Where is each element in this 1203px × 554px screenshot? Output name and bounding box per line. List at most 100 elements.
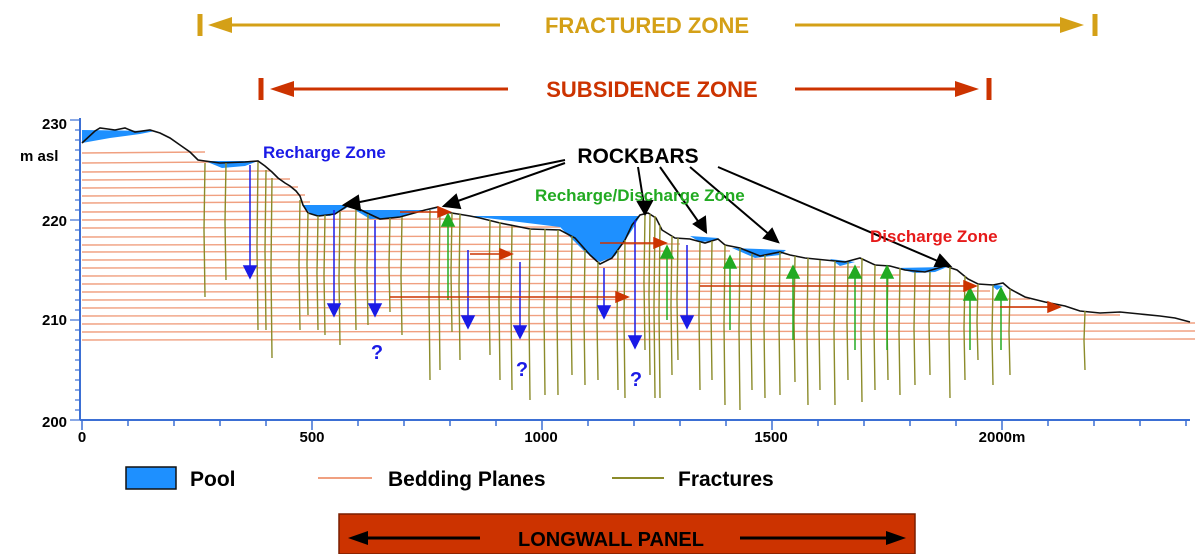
fracture	[778, 251, 781, 396]
fracture	[570, 235, 573, 376]
bedding-planes	[81, 151, 1196, 341]
fracture	[928, 271, 931, 376]
fracture	[400, 216, 403, 336]
fracture	[366, 213, 369, 326]
fracture	[948, 265, 951, 399]
fracture	[710, 240, 713, 381]
pool	[470, 216, 640, 262]
fracture	[648, 213, 651, 376]
fracture	[643, 213, 646, 351]
x-tick-label: 0	[78, 429, 86, 446]
recharge-flow-arrows	[242, 165, 695, 350]
fractured-zone-label: FRACTURED ZONE	[545, 13, 749, 38]
bedding-plane	[81, 186, 299, 189]
fracture	[698, 241, 701, 391]
fracture	[873, 264, 876, 391]
bedding-plane	[81, 161, 221, 164]
fracture	[316, 215, 319, 331]
legend-bedding-label: Bedding Planes	[388, 468, 546, 491]
unknown-flow-mark: ?	[630, 369, 642, 391]
axis-ticks	[70, 119, 1187, 430]
fracture	[1008, 288, 1011, 376]
fracture	[270, 177, 273, 359]
y-axis-labels: 230 m asl 220 210 200	[20, 116, 67, 431]
fracture	[738, 247, 741, 411]
fracture	[256, 161, 259, 331]
fracture	[298, 199, 301, 331]
x-axis-labels: 0 500 1000 1500 2000m	[78, 429, 1026, 446]
bedding-plane	[81, 330, 1196, 333]
fracture	[488, 219, 491, 356]
fracture	[658, 224, 661, 399]
fractured-zone-span: FRACTURED ZONE	[197, 13, 1098, 38]
legend-pool-swatch	[125, 466, 177, 490]
fracture	[323, 214, 326, 336]
fracture	[913, 271, 916, 386]
bedding-plane	[81, 314, 1121, 317]
bedding-plane	[81, 290, 991, 293]
fracture	[806, 257, 809, 406]
discharge-zone-label: Discharge Zone	[870, 227, 998, 246]
fracture	[438, 207, 441, 371]
fracture	[556, 229, 559, 396]
fracture	[224, 162, 227, 281]
bedding-plane	[81, 322, 1196, 325]
fracture	[833, 260, 836, 406]
fracture	[583, 249, 586, 386]
bedding-plane	[81, 282, 961, 285]
fracture	[846, 261, 849, 381]
recharge-discharge-zone-label: Recharge/Discharge Zone	[535, 186, 745, 205]
fracture	[623, 239, 626, 399]
fracture	[306, 212, 309, 316]
bedding-plane	[81, 258, 791, 261]
fracture	[676, 237, 679, 361]
fracture	[898, 267, 901, 396]
fracture	[498, 221, 501, 381]
bedding-plane	[81, 201, 311, 204]
x-tick-label: 1500	[754, 429, 787, 446]
fracture	[458, 213, 461, 361]
y-tick-label: 220	[42, 213, 67, 230]
longwall-panel: LONGWALL PANEL	[338, 513, 916, 554]
y-tick-label: 230	[42, 116, 67, 133]
bedding-plane	[81, 226, 561, 229]
fracture	[354, 207, 357, 331]
fracture	[670, 235, 673, 376]
fracture	[763, 254, 766, 399]
bedding-plane	[81, 178, 291, 181]
unknown-flow-mark: ?	[371, 342, 383, 364]
subsidence-zone-span: SUBSIDENCE ZONE	[258, 77, 992, 102]
fracture	[723, 244, 726, 406]
x-tick-label: 500	[299, 429, 324, 446]
bedding-plane	[81, 250, 731, 253]
pool	[355, 208, 440, 219]
bedding-plane	[81, 235, 601, 238]
fracture	[1083, 310, 1086, 371]
bedding-plane	[81, 151, 206, 154]
bedding-plane	[81, 170, 271, 173]
pool	[82, 130, 155, 143]
ground-profile	[81, 127, 1191, 323]
fracture	[976, 283, 979, 361]
bedding-plane	[81, 266, 861, 269]
fracture	[991, 284, 994, 386]
legend-fractures-label: Fractures	[678, 468, 774, 491]
y-tick-label: 210	[42, 312, 67, 329]
fracture	[338, 211, 341, 346]
legend-pool-label: Pool	[190, 468, 236, 491]
y-axis-unit: m asl	[20, 148, 58, 165]
fracture	[963, 275, 966, 381]
bedding-plane	[81, 298, 1031, 301]
x-tick-label: 2000m	[979, 429, 1026, 446]
fracture	[616, 249, 619, 391]
fracture	[203, 162, 206, 298]
fracture	[750, 253, 753, 391]
plot-frame	[70, 118, 1190, 430]
pool	[302, 205, 350, 216]
bedding-plane	[81, 194, 306, 197]
lateral-flow-arrows	[390, 205, 1062, 314]
fracture	[264, 169, 267, 331]
fracture	[543, 228, 546, 396]
fracture	[528, 228, 531, 401]
